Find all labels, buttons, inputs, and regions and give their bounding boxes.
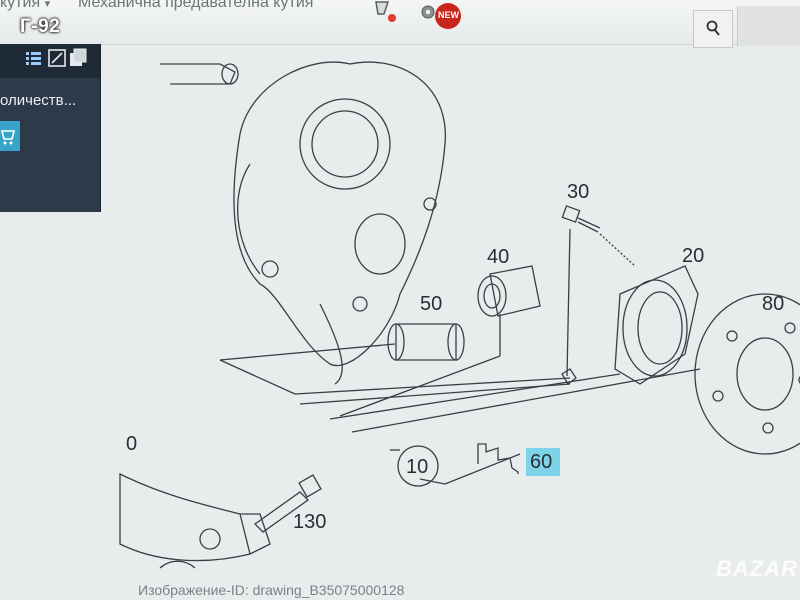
part-number-60[interactable]: 60	[530, 451, 552, 473]
sensor-part[interactable]	[160, 63, 239, 85]
image-id-caption: Изображение-ID: drawing_B35075000128	[138, 582, 405, 598]
part-number-20[interactable]: 20	[682, 245, 704, 267]
wheel-hub-part-20[interactable]	[614, 265, 699, 385]
top-toolbar: кутия ▾ Механична предавателна кутия NEW	[0, 0, 800, 48]
part-number-0[interactable]: 0	[126, 433, 137, 455]
search-icon	[706, 20, 720, 36]
quantity-label: оличеств...	[0, 92, 77, 109]
side-panel: оличеств...	[0, 44, 101, 212]
bolt-part-130[interactable]	[253, 474, 322, 533]
list-view-icon[interactable]	[26, 52, 41, 65]
part-number-50[interactable]: 50	[420, 293, 442, 315]
search-button[interactable]	[693, 10, 733, 48]
cart-icon	[0, 130, 16, 145]
menu-item-box[interactable]: кутия ▾	[0, 0, 50, 12]
panel-header	[0, 44, 100, 78]
chevron-down-icon: ▾	[44, 0, 51, 10]
gear-new-icon[interactable]: NEW	[418, 0, 464, 32]
watermark-logo: BAZAR	[716, 556, 798, 581]
control-arm-part[interactable]	[119, 472, 271, 569]
menu-item-transmission[interactable]: Механична предавателна кутия	[78, 0, 314, 11]
listing-code-label: Г-92	[20, 16, 61, 37]
copy-icon[interactable]	[70, 48, 87, 66]
part-60-highlight	[526, 448, 560, 476]
reference-circle-10[interactable]	[397, 445, 439, 487]
parts-drawing: 30 40 20 80 50 10 60 130 0	[119, 61, 800, 569]
expand-icon[interactable]	[48, 49, 66, 67]
extra-button[interactable]	[737, 6, 800, 46]
add-to-cart-button[interactable]	[0, 121, 20, 151]
part-number-130[interactable]: 130	[293, 511, 326, 533]
paint-tool-icon[interactable]	[370, 0, 400, 26]
wheel-carrier-part[interactable]	[233, 61, 446, 385]
brake-disc-part-80[interactable]	[694, 293, 800, 455]
bushing-part-50[interactable]	[387, 323, 465, 361]
part-number-10[interactable]: 10	[406, 456, 428, 478]
bolt-part-30[interactable]	[561, 205, 601, 233]
bushing-part-40[interactable]	[477, 265, 541, 317]
clip-part-60[interactable]	[477, 443, 519, 474]
part-number-40[interactable]: 40	[487, 246, 509, 268]
part-number-80[interactable]: 80	[762, 293, 784, 315]
new-badge: NEW	[438, 10, 459, 20]
menu-item-box-label: кутия	[0, 0, 41, 11]
part-number-30[interactable]: 30	[567, 181, 589, 203]
